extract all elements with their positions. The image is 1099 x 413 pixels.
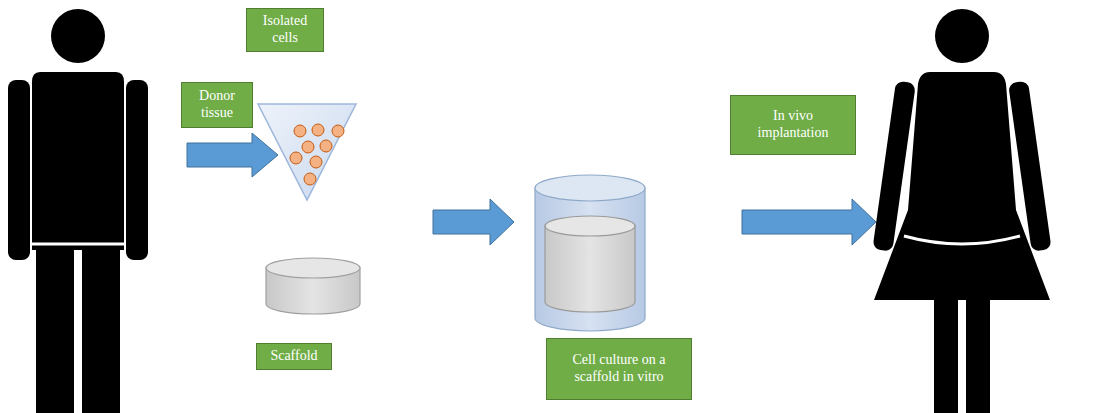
label-box: Isolated cells xyxy=(246,8,324,52)
label-box: In vivo implantation xyxy=(730,95,856,155)
box-label: Donor tissue xyxy=(187,88,247,122)
male-donor-figure xyxy=(8,9,148,413)
female-recipient-figure xyxy=(872,9,1051,413)
scaffold-cylinder xyxy=(266,258,360,314)
box-label: Scaffold xyxy=(270,348,317,365)
label-box: Cell culture on a scaffold in vitro xyxy=(546,338,692,400)
label-box: Donor tissue xyxy=(181,82,253,128)
culture-dish xyxy=(535,175,645,331)
label-box: Scaffold xyxy=(256,343,332,370)
box-label: Isolated cells xyxy=(252,13,318,47)
box-label: In vivo implantation xyxy=(736,108,850,142)
box-label: Cell culture on a scaffold in vitro xyxy=(552,352,686,386)
cell-funnel xyxy=(258,104,356,200)
